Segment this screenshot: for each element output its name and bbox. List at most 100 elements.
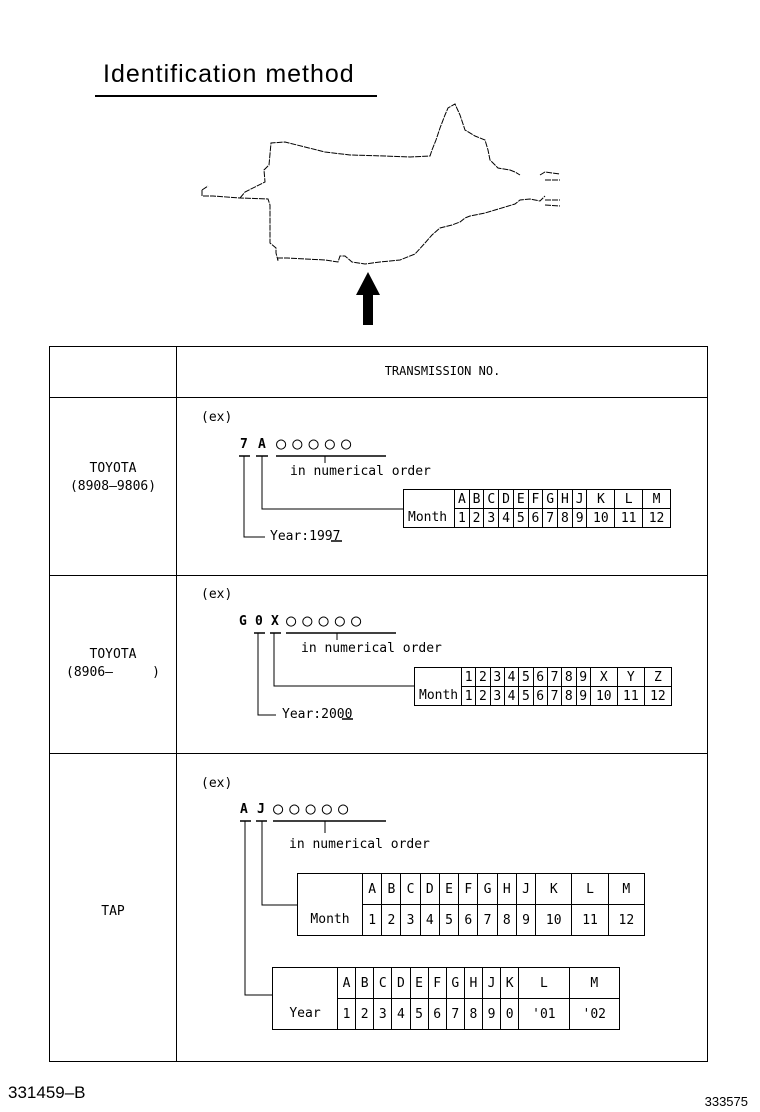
code-cell: X (589, 667, 618, 687)
value-cell: 5 (438, 904, 460, 936)
code-cell: L (571, 873, 609, 905)
value-cell: 9 (481, 998, 502, 1030)
value-cell: 0 (500, 998, 520, 1030)
figure-code-right: 333575 (704, 1094, 748, 1109)
code-cell: B (381, 873, 402, 905)
row2-code-char-2: 0 (255, 614, 263, 629)
row1-maker: TOYOTA (89, 461, 137, 476)
value-cell: 12 (607, 904, 646, 936)
row1-month-decode-table: A B C D E F G H J K L M Month 1 2 3 4 5 … (403, 489, 671, 528)
arrow-up-icon (356, 272, 380, 325)
row1-label: TOYOTA (8908–9806) (50, 460, 176, 496)
code-cell: B (468, 489, 485, 509)
value-cell: 6 (458, 904, 479, 936)
code-cell: A (454, 489, 470, 509)
code-cell: E (438, 873, 460, 905)
value-cell: 5 (409, 998, 429, 1030)
table-frame (49, 346, 708, 1062)
value-cell: 3 (373, 998, 393, 1030)
value-cell: 7 (542, 508, 559, 528)
value-cell: 1 (361, 904, 383, 936)
code-cell: 2 (475, 667, 491, 687)
value-cell: 9 (571, 508, 588, 528)
row3-month-decode-table: A B C D E F G H J K L M Month 1 2 3 4 5 … (297, 873, 646, 936)
value-cell: 11 (571, 904, 609, 936)
code-cell: Y (616, 667, 645, 687)
title-underline (95, 95, 377, 97)
row-label-month: Month (403, 508, 455, 528)
row2-month-decode-table: 1 2 3 4 5 6 7 8 9 X Y Z Month 1 2 3 4 5 … (414, 667, 673, 706)
code-cell: C (400, 873, 421, 905)
value-cell: 11 (616, 686, 645, 706)
page-title: Identification method (103, 60, 355, 88)
value-cell: 10 (586, 508, 616, 528)
value-cell: 10 (589, 686, 618, 706)
code-cell: K (535, 873, 573, 905)
row3-example-label: (ex) (201, 776, 233, 791)
code-cell: H (496, 873, 517, 905)
code-cell: 1 (460, 667, 477, 687)
code-cell: D (498, 489, 514, 509)
row2-code-char-1: G (239, 614, 247, 629)
code-cell: 5 (518, 667, 534, 687)
code-cell: E (409, 967, 429, 999)
value-cell: 8 (561, 686, 577, 706)
code-cell: A (336, 967, 357, 999)
code-cell: F (427, 967, 447, 999)
value-cell: 1 (454, 508, 470, 528)
value-cell: 8 (557, 508, 573, 528)
value-cell: 4 (391, 998, 411, 1030)
value-cell: 5 (518, 686, 534, 706)
row1-code-char-1: 7 (240, 437, 248, 452)
value-cell: 4 (498, 508, 514, 528)
code-cell: 6 (532, 667, 548, 687)
code-cell: C (373, 967, 393, 999)
row2-code-char-3: X (271, 614, 279, 629)
code-cell: K (500, 967, 520, 999)
row1-code-char-2: A (258, 437, 266, 452)
code-cell: A (361, 873, 383, 905)
value-cell: 10 (535, 904, 573, 936)
value-cell: 9 (575, 686, 591, 706)
value-cell: 1 (336, 998, 357, 1030)
value-cell: '02 (568, 998, 621, 1030)
row3-serial-note: in numerical order (289, 837, 430, 852)
row3-maker: TAP (101, 904, 125, 919)
value-cell: 3 (489, 686, 505, 706)
code-cell: G (445, 967, 465, 999)
value-cell: 11 (614, 508, 644, 528)
code-cell: M (642, 489, 671, 509)
value-cell: 2 (355, 998, 375, 1030)
code-cell: B (355, 967, 375, 999)
code-cell: F (458, 873, 479, 905)
row2-maker: TOYOTA (89, 647, 137, 662)
code-cell: H (463, 967, 484, 999)
row3-code-char-1: A (240, 802, 248, 817)
row-label-month: Month (414, 686, 462, 706)
code-cell: 7 (546, 667, 563, 687)
value-cell: 9 (515, 904, 537, 936)
value-cell: 1 (460, 686, 477, 706)
figure-code-left: 331459–B (8, 1083, 86, 1102)
code-cell: M (568, 967, 621, 999)
value-cell: 4 (503, 686, 520, 706)
row2-example-label: (ex) (201, 587, 233, 602)
value-cell: 2 (381, 904, 402, 936)
row2-period: (8906– ) (66, 665, 160, 680)
value-cell: 7 (445, 998, 465, 1030)
code-cell: C (483, 489, 500, 509)
value-cell: 3 (483, 508, 500, 528)
row3-year-decode-table: A B C D E F G H J K L M Year 1 2 3 4 5 6… (272, 967, 621, 1030)
row1-year-note: Year:1997 (270, 529, 341, 544)
value-cell: 7 (546, 686, 563, 706)
value-cell: 6 (527, 508, 544, 528)
value-cell: 3 (400, 904, 421, 936)
row3-serial-circles: ○○○○○ (273, 799, 355, 819)
code-cell: F (527, 489, 544, 509)
code-cell: K (586, 489, 616, 509)
row2-serial-circles: ○○○○○ (286, 611, 368, 631)
table-header-transmission-no: TRANSMISSION NO. (384, 364, 501, 378)
value-cell: 2 (475, 686, 491, 706)
value-cell: 7 (477, 904, 498, 936)
